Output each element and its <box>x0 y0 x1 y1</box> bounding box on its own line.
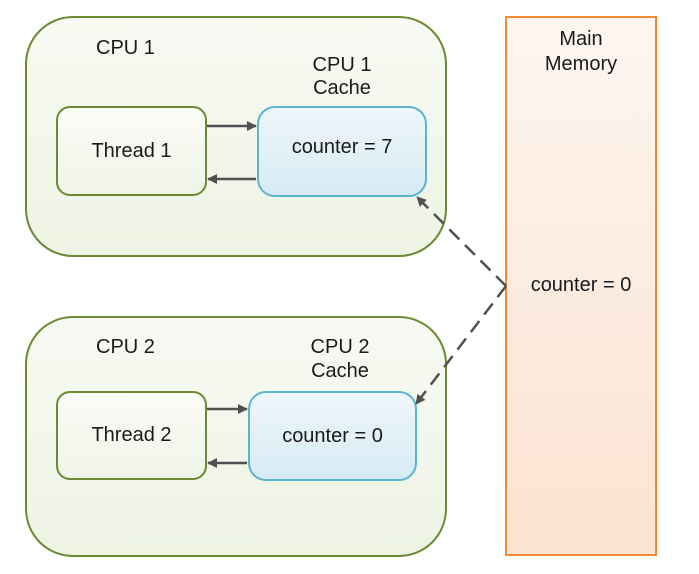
cpu-1-cache-label-line2: Cache <box>313 77 371 99</box>
main-memory-value: counter = 0 <box>530 274 632 296</box>
main-memory-title-line2: Memory <box>544 53 618 75</box>
thread-1-box: Thread 1 <box>56 106 207 196</box>
cpu-1-cache-box: counter = 7 <box>257 106 427 197</box>
memory-to-cache-2-dashed-arrow <box>415 285 507 405</box>
main-memory-title-line1: Main <box>559 28 603 50</box>
cpu-2-label: CPU 2 <box>96 336 155 358</box>
cpu-1-cache-value: counter = 7 <box>291 136 393 158</box>
thread-1-label: Thread 1 <box>91 139 172 162</box>
thread-2-label: Thread 2 <box>91 424 172 446</box>
cpu-2-cache-value: counter = 0 <box>282 424 383 447</box>
cpu-2-cache-box: counter = 0 <box>248 391 417 481</box>
thread-2-box: Thread 2 <box>56 391 207 480</box>
cpu-1-label: CPU 1 <box>96 37 155 59</box>
cpu-1-cache-label-line1: CPU 1 <box>312 54 372 76</box>
cpu-2-cache-label-line1: CPU 2 <box>310 336 370 358</box>
cpu-2-cache-label-line2: Cache <box>311 360 369 382</box>
memory-to-cache-1-dashed-arrow <box>416 196 507 287</box>
